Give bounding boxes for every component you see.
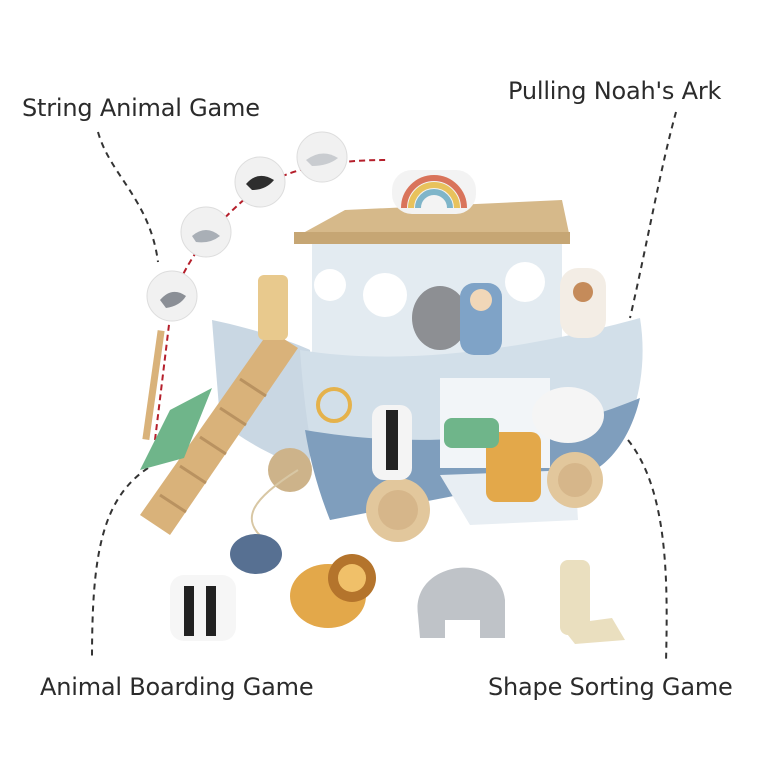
loose-pieces: [170, 534, 625, 644]
label-shape-sorting-game: Shape Sorting Game: [488, 673, 733, 701]
label-pulling-noahs-ark: Pulling Noah's Ark: [508, 77, 722, 105]
label-string-animal-game: String Animal Game: [22, 94, 260, 122]
leader-bottom-left: [91, 467, 149, 661]
rainbow-piece: [392, 170, 476, 214]
bird-string: [142, 131, 389, 441]
leader-bottom-right: [627, 439, 668, 663]
label-animal-boarding-game: Animal Boarding Game: [40, 673, 314, 701]
ark-figures: [258, 268, 606, 502]
leader-top-right: [629, 111, 677, 319]
pull-string: [250, 469, 299, 541]
boarding-ramp: [140, 330, 298, 535]
ark-wheels: [268, 448, 603, 542]
leader-top-left: [97, 131, 159, 263]
dashed-leader-lines: [91, 111, 677, 663]
